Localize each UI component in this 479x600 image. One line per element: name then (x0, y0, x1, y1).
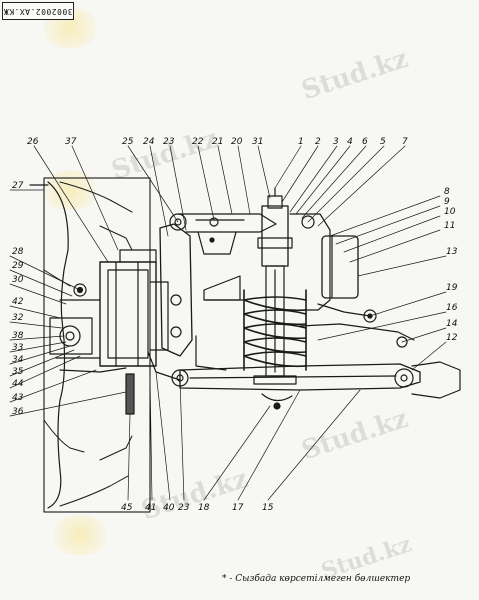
footnote-text: * - Сызбада көрсетілмеген бөлшектер (222, 574, 411, 584)
callout-34: 34 (12, 355, 24, 365)
callout-37: 37 (65, 137, 77, 147)
callout-2: 2 (315, 137, 321, 147)
callout-17: 17 (232, 503, 244, 513)
callout-28: 28 (12, 247, 24, 257)
callout-labels: 26 37 25 24 23 22 21 20 31 1 2 3 4 6 5 7… (12, 137, 458, 513)
callout-22: 22 (192, 137, 204, 147)
logo-watermark (50, 515, 110, 555)
callout-26: 26 (27, 137, 39, 147)
callout-43: 43 (12, 393, 24, 403)
callout-16: 16 (446, 303, 458, 313)
callout-35: 35 (12, 367, 24, 377)
callout-42: 42 (12, 297, 24, 307)
callout-27: 27 (12, 181, 24, 191)
callout-3: 3 (333, 137, 339, 147)
frame-bracket (289, 213, 415, 348)
callout-15: 15 (262, 503, 274, 513)
callout-33: 33 (12, 343, 24, 353)
callout-11: 11 (444, 221, 455, 231)
callout-25: 25 (122, 137, 134, 147)
callout-19: 19 (446, 283, 458, 293)
callout-21: 21 (212, 137, 223, 147)
callout-29: 29 (12, 261, 24, 271)
callout-40: 40 (163, 503, 175, 513)
callout-1: 1 (298, 137, 304, 147)
callout-36: 36 (12, 407, 24, 417)
steering-knuckle (159, 213, 193, 387)
callout-23-bottom: 23 (178, 503, 190, 513)
callout-32: 32 (12, 313, 24, 323)
shock-absorber (253, 187, 297, 385)
upper-control-arm (177, 213, 277, 301)
callout-45: 45 (121, 503, 133, 513)
callout-23: 23 (163, 137, 175, 147)
callout-4: 4 (347, 137, 353, 147)
lower-control-arm (179, 335, 461, 410)
callout-31: 31 (252, 137, 263, 147)
callout-8: 8 (444, 187, 450, 197)
callout-18: 18 (198, 503, 210, 513)
callout-14: 14 (446, 319, 458, 329)
callout-38: 38 (12, 331, 24, 341)
callout-6: 6 (362, 137, 368, 147)
callout-leaders (9, 145, 447, 501)
wheel-tire (29, 177, 151, 513)
callout-10: 10 (444, 207, 456, 217)
callout-30: 30 (12, 275, 24, 285)
callout-41: 41 (145, 503, 156, 513)
callout-13: 13 (446, 247, 458, 257)
callout-44: 44 (12, 379, 24, 389)
callout-5: 5 (380, 137, 386, 147)
callout-7: 7 (402, 137, 408, 147)
callout-20: 20 (231, 137, 243, 147)
callout-12: 12 (446, 333, 458, 343)
callout-24: 24 (143, 137, 155, 147)
callout-9: 9 (444, 197, 450, 207)
logo-watermark (40, 170, 100, 210)
